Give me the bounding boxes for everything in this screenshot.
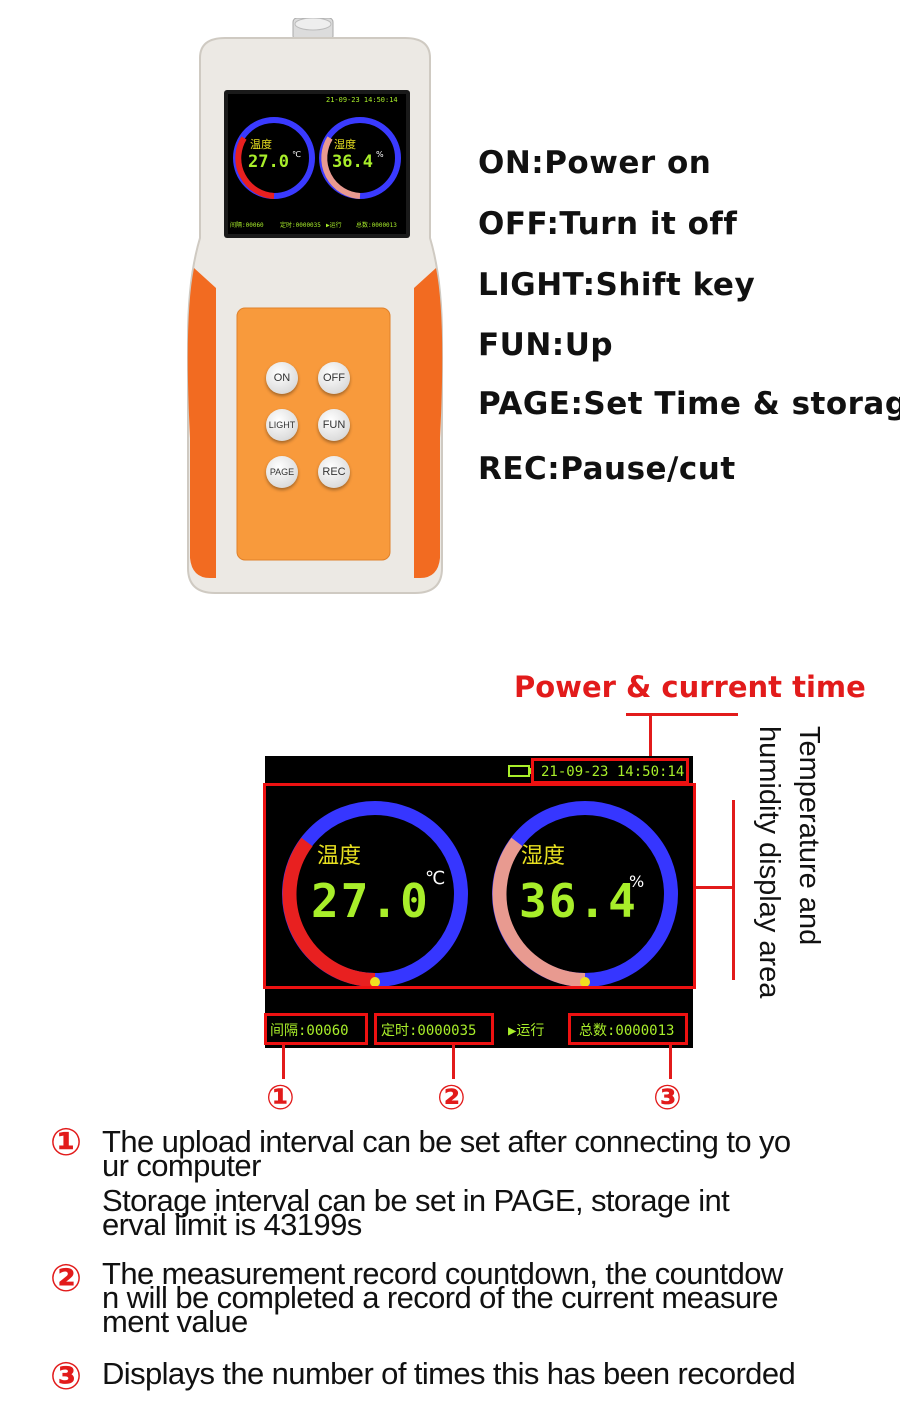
callout-power-time: Power & current time bbox=[514, 670, 866, 704]
marker1-stem bbox=[282, 1045, 285, 1079]
marker2-stem bbox=[452, 1045, 455, 1079]
big-datetime: 21-09-23 14:50:14 bbox=[541, 764, 685, 780]
callout-display-stem bbox=[732, 800, 735, 980]
big-timer: 定时:0000035 bbox=[381, 1023, 477, 1039]
device-total: 总数:0000013 bbox=[356, 222, 397, 229]
key-desc-fun: FUN:Up bbox=[478, 327, 614, 363]
callout-display-line1: Temperature and bbox=[793, 726, 825, 946]
highlight-total bbox=[568, 1013, 688, 1045]
note1-line2: ur computer bbox=[102, 1148, 261, 1183]
device-temp-unit: ℃ bbox=[292, 150, 301, 159]
device-timer: 定时:0000035 bbox=[280, 222, 321, 229]
highlight-datetime bbox=[531, 758, 689, 784]
callout-display-line2: humidity display area bbox=[753, 726, 785, 999]
off-button[interactable]: OFF bbox=[318, 362, 350, 394]
light-button[interactable]: LIGHT bbox=[266, 409, 298, 441]
device-hum-unit: % bbox=[376, 150, 384, 159]
note1-line4: erval limit is 43199s bbox=[102, 1207, 362, 1242]
callout-display-line bbox=[696, 886, 734, 889]
big-temp-unit: ℃ bbox=[425, 868, 446, 889]
note1-line3: Storage interval can be set in PAGE, sto… bbox=[102, 1183, 730, 1218]
highlight-timer bbox=[374, 1013, 494, 1045]
big-temp-label: 温度 bbox=[317, 844, 362, 869]
note2-marker: ② bbox=[50, 1256, 83, 1300]
key-desc-rec: REC:Pause/cut bbox=[478, 451, 736, 487]
big-total: 总数:0000013 bbox=[579, 1023, 675, 1039]
note1-line1: The upload interval can be set after con… bbox=[102, 1124, 791, 1159]
device-run-status: ▶运行 bbox=[326, 222, 342, 229]
note2-line3: ment value bbox=[102, 1304, 248, 1339]
note3-line1: Displays the number of times this has be… bbox=[102, 1356, 796, 1391]
marker3-stem bbox=[669, 1045, 672, 1079]
marker-2: ② bbox=[437, 1078, 466, 1118]
key-desc-on: ON:Power on bbox=[478, 145, 712, 181]
big-run-status: ▶运行 bbox=[508, 1023, 545, 1039]
marker-1: ① bbox=[266, 1078, 295, 1118]
page-button[interactable]: PAGE bbox=[266, 456, 298, 488]
note1-marker: ① bbox=[50, 1120, 83, 1164]
device-temp-value: 27.0 bbox=[248, 152, 289, 172]
on-button[interactable]: ON bbox=[266, 362, 298, 394]
battery-icon bbox=[508, 765, 530, 777]
big-interval: 间隔:00060 bbox=[270, 1023, 349, 1039]
callout-power-stem bbox=[649, 713, 652, 759]
zoomed-screen: 21-09-23 14:50:14 温度 27.0 ℃ 湿度 36.4 % 间隔… bbox=[265, 756, 693, 1048]
callout-display-text: Temperature and humidity display area bbox=[752, 726, 842, 1066]
rec-button[interactable]: REC bbox=[318, 456, 350, 488]
device-interval: 间隔:00060 bbox=[230, 222, 264, 229]
device-hum-label: 湿度 bbox=[334, 138, 356, 151]
data-logger-device: 21-09-23 14:50:14 温度 27.0 ℃ 湿度 36.4 % 间隔… bbox=[180, 17, 450, 598]
fun-button[interactable]: FUN bbox=[318, 409, 350, 441]
key-desc-off: OFF:Turn it off bbox=[478, 206, 738, 242]
big-hum-unit: % bbox=[629, 872, 645, 891]
device-gauges bbox=[233, 117, 401, 199]
device-temp-label: 温度 bbox=[250, 138, 272, 151]
big-hum-label: 湿度 bbox=[521, 844, 566, 869]
callout-power-line bbox=[626, 713, 738, 716]
device-screen: 21-09-23 14:50:14 温度 27.0 ℃ 湿度 36.4 % 间隔… bbox=[228, 94, 406, 234]
big-temp-value: 27.0 bbox=[311, 874, 430, 928]
highlight-display-area bbox=[263, 783, 696, 989]
device-datetime: 21-09-23 14:50:14 bbox=[326, 96, 398, 104]
big-gauges bbox=[282, 801, 678, 987]
key-desc-page: PAGE:Set Time & storage bbox=[478, 386, 900, 422]
key-desc-light: LIGHT:Shift key bbox=[478, 267, 756, 303]
device-hum-value: 36.4 bbox=[332, 152, 373, 172]
marker-3: ③ bbox=[653, 1078, 682, 1118]
big-hum-value: 36.4 bbox=[519, 874, 638, 928]
note2-line1: The measurement record countdown, the co… bbox=[102, 1256, 783, 1291]
note3-marker: ③ bbox=[50, 1354, 83, 1398]
highlight-interval bbox=[264, 1013, 368, 1045]
note2-line2: n will be completed a record of the curr… bbox=[102, 1280, 778, 1315]
